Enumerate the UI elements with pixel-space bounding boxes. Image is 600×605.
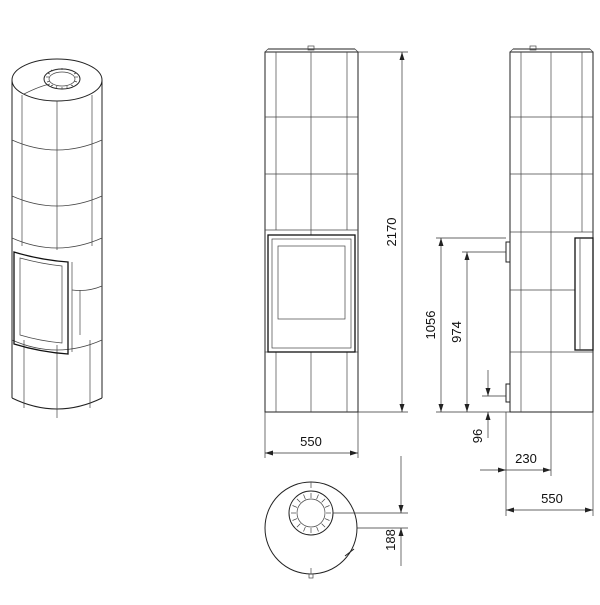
top-view-grille-slots [291, 493, 331, 533]
dim-side-96: 96 [470, 429, 485, 443]
top-grille-slots [46, 68, 78, 89]
dim-side-230: 230 [515, 451, 537, 466]
side-view [505, 45, 594, 413]
front-dimensions: 2170 550 [264, 51, 408, 458]
side-dimensions: 1056 974 96 230 550 [423, 237, 594, 516]
front-view [264, 45, 359, 413]
perspective-view [11, 58, 103, 418]
top-view [264, 481, 358, 579]
front-door [267, 234, 356, 353]
top-dimensions: 188 [333, 456, 408, 566]
dim-side-550: 550 [541, 491, 563, 506]
dim-side-974: 974 [449, 321, 464, 343]
dim-top-188: 188 [383, 529, 398, 551]
side-door [574, 237, 594, 351]
dim-front-width: 550 [300, 434, 322, 449]
dim-total-height: 2170 [384, 218, 399, 247]
dim-side-1056: 1056 [423, 311, 438, 340]
